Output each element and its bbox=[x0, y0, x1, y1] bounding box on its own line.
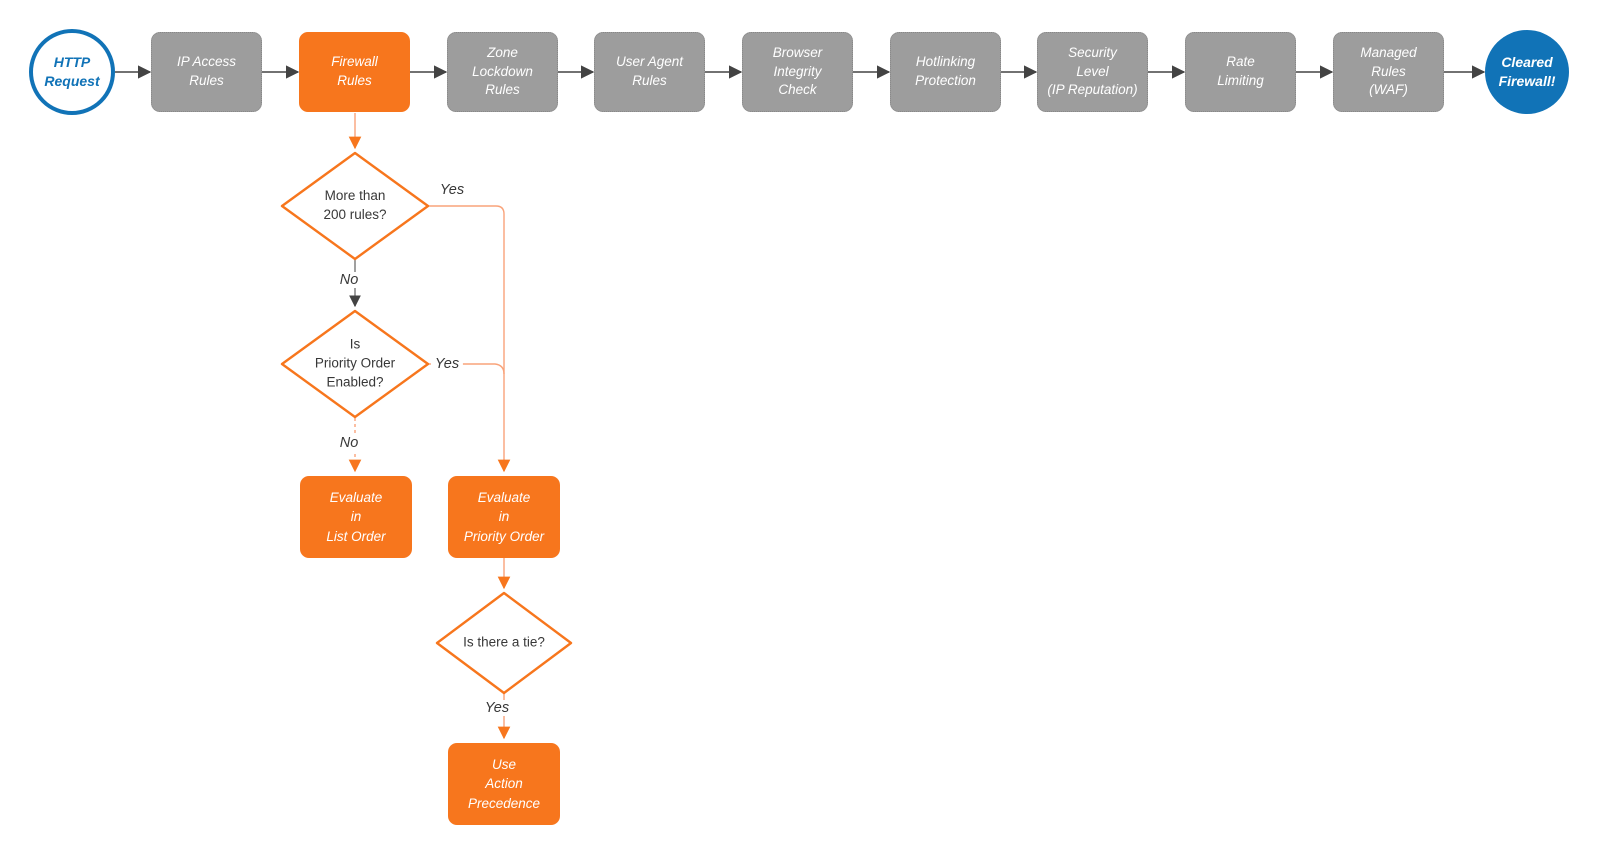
decision-tie-question: Is there a tie? bbox=[463, 634, 545, 650]
edge-label-d2-yes: Yes bbox=[430, 356, 464, 372]
edge-d2-yes-join bbox=[428, 363, 505, 375]
process-use-action-precedence: Use Action Precedence bbox=[448, 743, 560, 825]
stage-security-level: Security Level (IP Reputation) bbox=[1037, 32, 1148, 112]
stage-firewall-rules: Firewall Rules bbox=[299, 32, 410, 112]
edge-d1-yes-to-priority bbox=[428, 205, 511, 473]
diamond-rule-count bbox=[280, 151, 430, 261]
stage-managed-rules-waf: Managed Rules (WAF) bbox=[1333, 32, 1444, 112]
end-node-cleared-firewall: Cleared Firewall! bbox=[1485, 30, 1569, 114]
process-evaluate-priority-order: Evaluate in Priority Order bbox=[448, 476, 560, 558]
edge-label-d2-no: No bbox=[335, 435, 363, 451]
edge-label-d1-no: No bbox=[335, 272, 363, 288]
edge-label-d1-yes: Yes bbox=[439, 182, 465, 198]
decision-diamonds bbox=[280, 151, 573, 695]
stage-hotlinking-protection: Hotlinking Protection bbox=[890, 32, 1001, 112]
process-evaluate-list-order: Evaluate in List Order bbox=[300, 476, 412, 558]
stage-ip-access-rules: IP Access Rules bbox=[151, 32, 262, 112]
start-node-http-request: HTTP Request bbox=[29, 29, 115, 115]
stage-zone-lockdown-rules: Zone Lockdown Rules bbox=[447, 32, 558, 112]
diamond-tie bbox=[435, 591, 573, 695]
edge-label-d3-yes: Yes bbox=[480, 700, 514, 716]
decision-priority-order-question: Is Priority Order Enabled? bbox=[314, 336, 396, 390]
stage-user-agent-rules: User Agent Rules bbox=[594, 32, 705, 112]
decision-rule-count-question: More than 200 rules? bbox=[323, 188, 387, 222]
diamond-priority-order bbox=[280, 309, 430, 419]
stage-browser-integrity-check: Browser Integrity Check bbox=[742, 32, 853, 112]
stage-rate-limiting: Rate Limiting bbox=[1185, 32, 1296, 112]
